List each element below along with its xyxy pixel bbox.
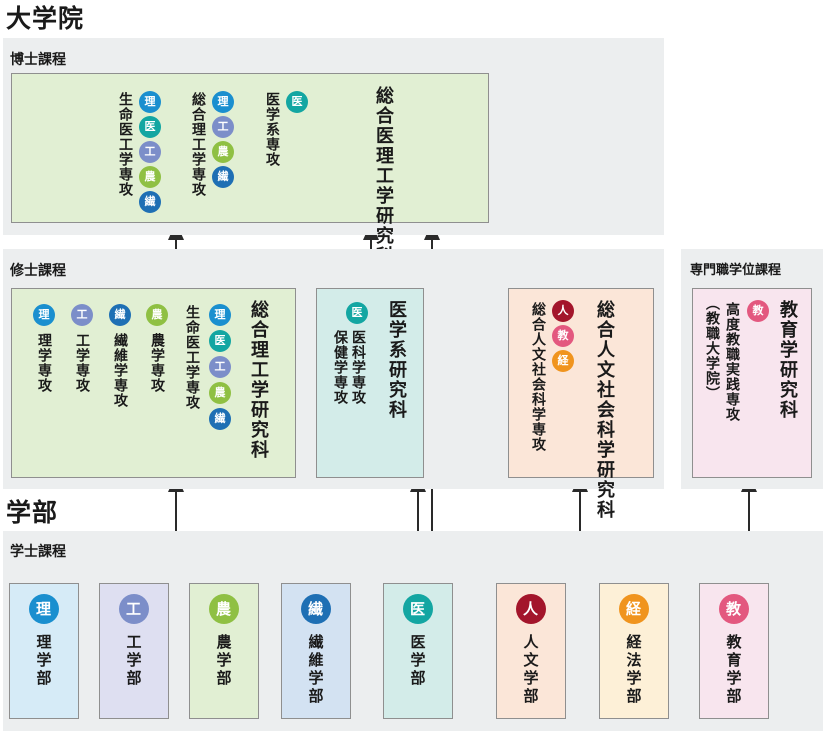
badge-no-icon: 農 xyxy=(209,382,231,404)
faculty-box-kyoiku: 教教育学部 xyxy=(699,583,769,719)
badge-kyo-icon: 教 xyxy=(552,325,574,347)
faculty-box-nogaku: 農農学部 xyxy=(189,583,259,719)
faculty-box-seni: 繊繊維学部 xyxy=(281,583,351,719)
doctor-major-igaku: 医学系専攻 xyxy=(264,92,280,167)
box-master-jinbun xyxy=(508,288,654,478)
faculty-name-kogaku: 工学部 xyxy=(124,634,143,688)
badge-sen-icon: 繊 xyxy=(212,166,234,188)
badge-ko-icon: 工 xyxy=(139,141,161,163)
master-igaku-title: 医学系研究科 xyxy=(386,300,407,420)
badge-sen-icon: 繊 xyxy=(209,408,231,430)
badge-i-icon: 医 xyxy=(139,116,161,138)
badge-jin-icon: 人 xyxy=(552,300,574,322)
faculty-name-nogaku: 農学部 xyxy=(214,634,233,688)
badge-i-icon: 医 xyxy=(209,330,231,352)
master-major-kogaku: 工学専攻 xyxy=(74,333,90,393)
faculty-name-jinbun: 人文学部 xyxy=(521,634,540,706)
section-graduate: 大学院 xyxy=(6,4,85,33)
badge-kei-icon: 経 xyxy=(618,594,649,624)
badge-i-icon: 医 xyxy=(286,91,308,113)
faculty-name-keiho: 経法学部 xyxy=(624,634,643,706)
master-major-rigaku: 理学専攻 xyxy=(36,333,52,393)
box-doctor-sogo xyxy=(11,73,489,223)
faculty-box-rigaku: 理理学部 xyxy=(9,583,79,719)
badge-ko-icon: 工 xyxy=(212,116,234,138)
doctor-major-seimei: 生命医工学専攻 xyxy=(117,92,133,197)
faculty-box-keiho: 経経法学部 xyxy=(599,583,669,719)
master-jinbun-title: 総合人文社会科学研究科 xyxy=(594,300,615,520)
faculty-box-igaku: 医医学部 xyxy=(383,583,453,719)
panel-label-doctor: 博士課程 xyxy=(10,52,66,68)
master-major-seni: 繊維学専攻 xyxy=(112,333,128,408)
badge-sen-icon: 繊 xyxy=(300,594,331,624)
professional-note: （教職大学院） xyxy=(704,296,720,401)
panel-label-bachelor: 学士課程 xyxy=(10,544,66,560)
master-sogo-title: 総合理工学研究科 xyxy=(248,300,269,460)
badge-ri-icon: 理 xyxy=(28,594,59,624)
faculty-box-kogaku: 工工学部 xyxy=(99,583,169,719)
badge-ri-icon: 理 xyxy=(209,304,231,326)
badge-ko-icon: 工 xyxy=(209,356,231,378)
faculty-box-jinbun: 人人文学部 xyxy=(496,583,566,719)
badge-i-icon: 医 xyxy=(346,302,368,324)
badge-no-icon: 農 xyxy=(146,304,168,326)
badge-no-icon: 農 xyxy=(212,141,234,163)
professional-title: 教育学研究科 xyxy=(777,300,798,420)
section-undergrad: 学部 xyxy=(6,498,59,527)
faculty-name-igaku: 医学部 xyxy=(408,634,427,688)
master-major-jinbun: 総合人文社会科学専攻 xyxy=(530,302,546,452)
badge-ri-icon: 理 xyxy=(212,91,234,113)
master-major-nogaku: 農学専攻 xyxy=(149,333,165,393)
badge-ri-icon: 理 xyxy=(33,304,55,326)
badge-kyo-icon: 教 xyxy=(718,594,749,624)
badge-ri-icon: 理 xyxy=(139,91,161,113)
master-major-ikagaku: 医科学専攻 xyxy=(350,330,366,405)
master-major-hoken: 保健学専攻 xyxy=(332,330,348,405)
doctor-title: 総合医理工学研究科 xyxy=(373,86,394,266)
doctor-major-sogo: 総合理工学専攻 xyxy=(190,92,206,197)
badge-kei-icon: 経 xyxy=(552,350,574,372)
badge-i-icon: 医 xyxy=(402,594,433,624)
panel-label-master: 修士課程 xyxy=(10,263,66,279)
professional-major: 高度教職実践専攻 xyxy=(724,302,740,422)
master-major-seimei: 生命医工学専攻 xyxy=(184,305,200,410)
panel-label-professional: 専門職学位課程 xyxy=(690,263,782,278)
badge-sen-icon: 繊 xyxy=(139,191,161,213)
badge-kyo-icon: 教 xyxy=(747,300,769,322)
badge-ko-icon: 工 xyxy=(71,304,93,326)
badge-no-icon: 農 xyxy=(139,166,161,188)
badge-sen-icon: 繊 xyxy=(109,304,131,326)
badge-jin-icon: 人 xyxy=(515,594,546,624)
faculty-name-kyoiku: 教育学部 xyxy=(724,634,743,706)
box-master-igaku xyxy=(316,288,424,478)
badge-ko-icon: 工 xyxy=(118,594,149,624)
badge-no-icon: 農 xyxy=(208,594,239,624)
faculty-name-seni: 繊維学部 xyxy=(306,634,325,706)
faculty-name-rigaku: 理学部 xyxy=(34,634,53,688)
